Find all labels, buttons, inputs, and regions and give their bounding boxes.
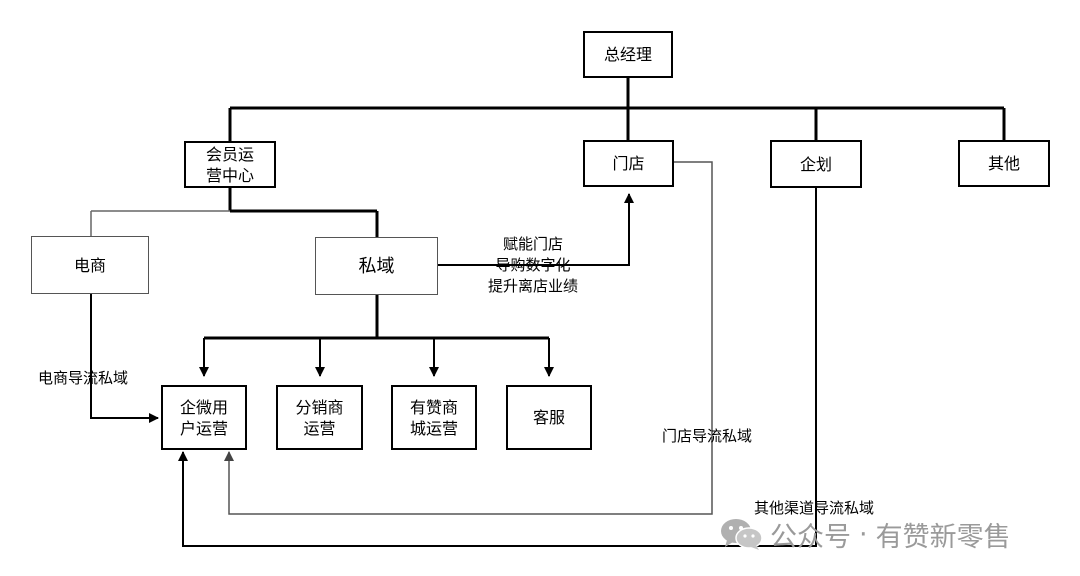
node-label: 客服 (532, 408, 565, 427)
node-planning: 企划 (770, 140, 862, 188)
node-member-ops-center: 会员运 营中心 (184, 141, 276, 188)
watermark: 公众号 · 有赞新零售 (720, 514, 1011, 554)
empower-label: 赋能门店 导购数字化 提升离店业绩 (487, 235, 578, 295)
gm-connector (228, 78, 1006, 142)
node-private-domain: 私域 (315, 237, 438, 295)
node-distributor-ops: 分销商 运营 (276, 385, 363, 450)
other-flow-label: 其他渠道导流私域 (754, 499, 875, 517)
node-wecom-user-ops: 企微用 户运营 (161, 385, 247, 450)
node-store: 门店 (583, 140, 674, 187)
node-customer-service: 客服 (506, 385, 592, 450)
watermark-brand: 有赞新零售 (875, 521, 1011, 553)
node-youzan-mall-ops: 有赞商 城运营 (391, 385, 477, 450)
node-label: 私域 (358, 255, 395, 277)
node-label: 总经理 (603, 45, 652, 64)
node-label: 会员运 营中心 (205, 144, 254, 185)
node-label: 有赞商 城运营 (409, 397, 458, 438)
node-label: 企划 (799, 154, 832, 174)
wechat-icon (721, 519, 763, 550)
node-label: 门店 (612, 154, 645, 173)
store-flow-arrow (224, 161, 713, 515)
node-label: 分销商 运营 (295, 397, 344, 438)
node-general-manager: 总经理 (583, 31, 673, 78)
ecom-flow-label: 电商导流私域 (38, 369, 129, 387)
watermark-prefix: 公众号 (770, 521, 851, 553)
store-flow-label: 门店导流私域 (662, 427, 753, 445)
node-others: 其他 (958, 140, 1050, 187)
node-ecommerce: 电商 (31, 236, 149, 294)
other-flow-arrow (178, 188, 817, 547)
watermark-separator: · (859, 518, 868, 550)
node-label: 企微用 户运营 (179, 397, 228, 438)
node-label: 其他 (987, 154, 1020, 173)
private-domain-connector (199, 295, 554, 377)
member-center-connector (90, 188, 379, 237)
ecom-flow-arrow (90, 294, 159, 423)
node-label: 电商 (73, 255, 106, 275)
empower-arrow (438, 193, 634, 266)
